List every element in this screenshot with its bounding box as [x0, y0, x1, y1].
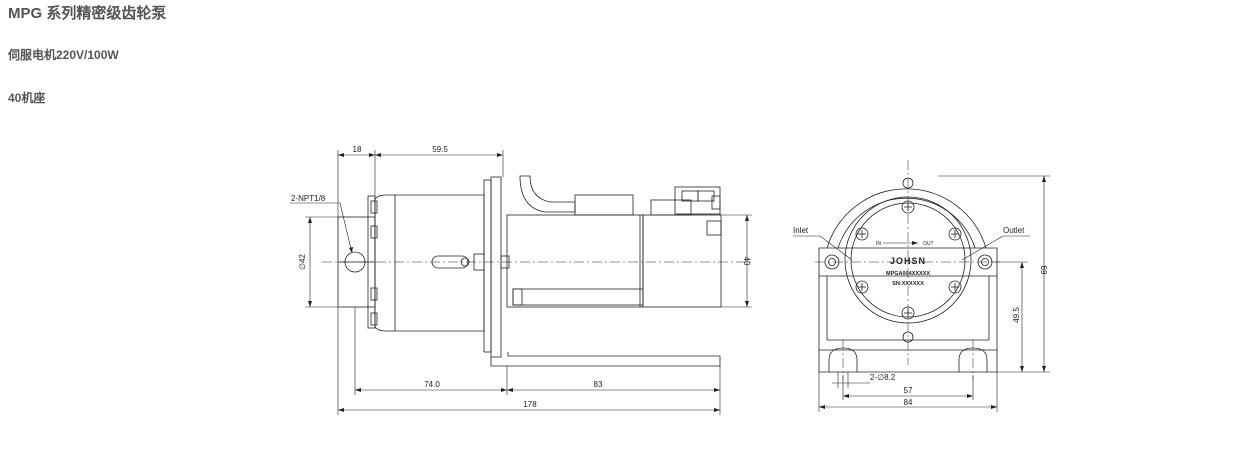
dim-57: 57: [904, 386, 913, 395]
dim-178: 178: [523, 400, 537, 409]
brand-logo-text: JOHSN: [890, 256, 926, 266]
label-outlet: Outlet: [1003, 226, 1025, 235]
dim-59-5: 59.5: [432, 145, 448, 154]
dim-84: 84: [904, 398, 913, 407]
dim-69: 69: [1039, 266, 1048, 275]
label-port-npt: 2-NPT1/8: [291, 194, 326, 203]
label-serial: SN:XXXXXX: [892, 281, 924, 287]
side-view-housing: [374, 194, 485, 332]
frame-spec: 40机座: [8, 91, 46, 105]
side-view-dimension-lines: [290, 150, 752, 415]
front-view-screws: [855, 200, 962, 320]
label-inlet: Inlet: [793, 226, 809, 235]
arrowheads: [308, 153, 1046, 412]
label-in: IN: [876, 241, 881, 247]
label-out: OUT: [923, 241, 934, 247]
dim-18: 18: [353, 145, 362, 154]
dim-40: 40: [742, 257, 751, 266]
dim-49-5: 49.5: [1012, 307, 1021, 323]
side-view-motor: [506, 175, 722, 308]
front-view-centerlines: [815, 160, 1000, 380]
dim-83: 83: [594, 380, 603, 389]
motor-spec: 伺服电机220V/100W: [8, 48, 119, 62]
dim-74-0: 74.0: [424, 380, 440, 389]
dim-holes-8-2: 2-∅8.2: [870, 373, 896, 382]
side-view-flange: [483, 176, 721, 367]
label-model: MPGA004XXXXX: [886, 271, 930, 277]
front-view-dimension-lines: [793, 175, 1050, 412]
page-title: MPG 系列精密级齿轮泵: [8, 5, 167, 22]
dim-dia-42: ∅42: [298, 254, 307, 270]
